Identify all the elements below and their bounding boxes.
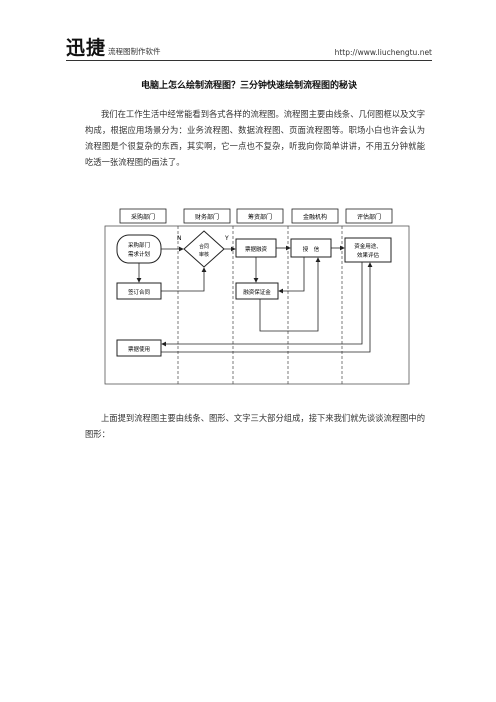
svg-text:评估部门: 评估部门 — [357, 213, 381, 221]
flowchart-figure: 采购部门 财务部门 筹资部门 金融机构 评估部门 采购部门 — [104, 206, 410, 390]
node-contract-review: 合同 审核 — [183, 230, 225, 268]
node-bill-use: 票据使用 — [116, 339, 162, 357]
lane-header-purchase: 采购部门 — [119, 208, 167, 224]
svg-text:票据融资: 票据融资 — [245, 245, 268, 253]
lane-header-evaluation: 评估部门 — [345, 208, 393, 224]
closing-paragraph: 上面提到流程图主要由线条、图形、文字三大部分组成，接下来我们就先谈谈流程图中的图… — [85, 413, 425, 439]
lane-dividers — [177, 226, 343, 384]
node-evaluation: 资金用途、 效果评估 — [344, 237, 392, 263]
svg-text:金融机构: 金融机构 — [303, 213, 327, 221]
lane-header-finance: 财务部门 — [183, 208, 231, 224]
svg-text:采购部门: 采购部门 — [128, 241, 150, 249]
lane-header-fundraising: 筹资部门 — [236, 208, 284, 224]
svg-text:授 信: 授 信 — [303, 245, 320, 253]
flowchart-svg: 采购部门 财务部门 筹资部门 金融机构 评估部门 采购部门 — [104, 208, 410, 385]
svg-text:签订合同: 签订合同 — [128, 288, 151, 296]
page-header: 迅捷 流程图制作软件 http://www.liuchengtu.net — [66, 34, 432, 61]
node-sign-contract: 签订合同 — [116, 282, 162, 300]
label-yes: Y — [224, 235, 229, 242]
intro-paragraph: 我们在工作生活中经常能看到各式各样的流程图。流程图主要由线条、几何图框以及文字构… — [85, 109, 425, 167]
lane-header-bank: 金融机构 — [291, 208, 339, 224]
site-url[interactable]: http://www.liuchengtu.net — [334, 48, 432, 57]
node-bill-finance: 票据融资 — [235, 238, 277, 258]
brand-logo: 迅捷 流程图制作软件 — [66, 39, 161, 58]
node-purchase-plan: 采购部门 需求计划 — [116, 234, 162, 264]
svg-text:效果评估: 效果评估 — [357, 251, 380, 259]
svg-text:融资保证金: 融资保证金 — [243, 288, 271, 296]
svg-text:合同: 合同 — [199, 243, 209, 250]
brand-tagline: 流程图制作软件 — [108, 47, 161, 56]
svg-text:票据使用: 票据使用 — [128, 345, 150, 353]
svg-text:资金用途、: 资金用途、 — [354, 242, 382, 250]
node-deposit: 融资保证金 — [235, 282, 279, 300]
brand-name: 迅捷 — [66, 37, 107, 59]
svg-text:审核: 审核 — [199, 251, 209, 258]
article-title: 电脑上怎么绘制流程图？三分钟快速绘制流程图的秘诀 — [140, 81, 357, 91]
label-no: N — [177, 235, 182, 242]
svg-text:财务部门: 财务部门 — [195, 213, 219, 221]
svg-text:筹资部门: 筹资部门 — [248, 213, 272, 221]
svg-text:采购部门: 采购部门 — [131, 213, 155, 221]
node-credit: 授 信 — [290, 238, 332, 258]
flow-connectors — [136, 245, 373, 353]
svg-text:需求计划: 需求计划 — [128, 250, 150, 258]
